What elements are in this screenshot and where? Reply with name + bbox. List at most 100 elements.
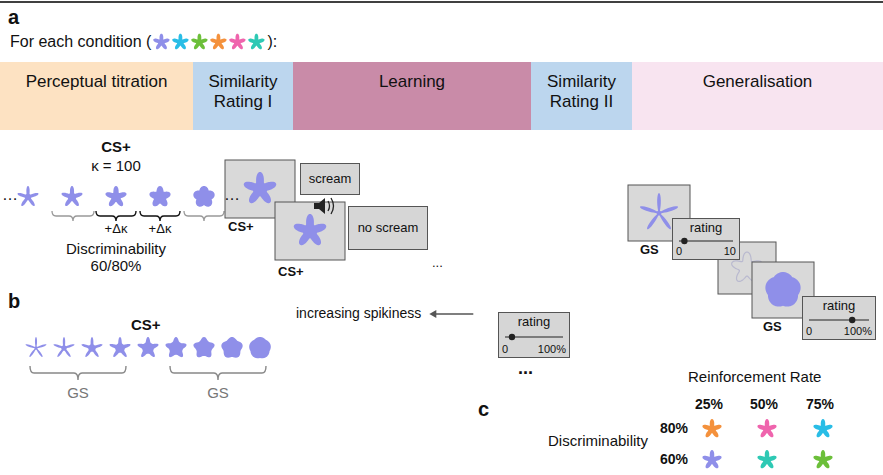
gs-bracket: [30, 366, 126, 380]
perceptual-star: [18, 186, 39, 206]
condition-star: [172, 34, 188, 50]
label-text: b: [8, 290, 20, 313]
scale-value: 100%: [844, 325, 872, 338]
label-text: GS: [63, 384, 93, 401]
continuum-star: [138, 337, 159, 357]
label-text: +Δκ: [140, 222, 180, 237]
condition-star: [702, 450, 721, 468]
condition-star: [757, 450, 776, 468]
label-text: CS+: [278, 265, 304, 280]
arrow-head: [429, 310, 436, 318]
phase-band: Generalisation: [632, 62, 883, 130]
node-text: Perceptual titration: [5, 72, 188, 92]
phase-band: Learning: [293, 62, 531, 130]
node-text: no scream: [358, 221, 419, 236]
rating-title: rating: [803, 299, 875, 314]
top-rule: [0, 1, 883, 3]
perceptual-star: [62, 186, 83, 206]
rating-title: rating: [673, 221, 739, 236]
continuum-star: [82, 337, 103, 357]
label-text: ...: [518, 358, 533, 379]
gs-blob: [765, 272, 800, 307]
perceptual-star: [193, 186, 214, 207]
brace: [184, 211, 224, 221]
label-text: CS+: [131, 316, 161, 333]
label-text: 80%: [660, 420, 688, 436]
condition-star: [191, 34, 207, 50]
rating-title: rating: [499, 315, 569, 330]
perceptual-star: [105, 186, 126, 206]
label-text: …: [224, 186, 240, 204]
label-text: CS+: [228, 220, 254, 235]
continuum-star: [110, 337, 131, 357]
scale-value: 10: [724, 245, 736, 258]
phase-band: Similarity Rating I: [193, 62, 293, 130]
condition-star: [813, 450, 832, 468]
node-text: Similarity Rating I: [198, 72, 288, 111]
label-text: 75%: [806, 396, 834, 412]
condition-star: [813, 419, 832, 437]
perceptual-star: [149, 186, 170, 206]
label-text: ...: [432, 256, 443, 271]
node-text: Learning: [298, 72, 526, 92]
condition-star: [153, 34, 169, 50]
phase-band: Perceptual titration: [0, 62, 193, 130]
label-text: 60%: [660, 451, 688, 467]
label-text: Discriminability: [548, 432, 648, 449]
rating-screen: rating 0 100%: [802, 296, 876, 340]
feedback-screen: scream: [300, 163, 360, 195]
phase-band: Similarity Rating II: [531, 62, 632, 130]
slider-handle: [849, 317, 855, 323]
label-text: a: [8, 6, 19, 29]
scale-value: 0: [806, 325, 812, 338]
label-text: 50%: [750, 396, 778, 412]
node-text: Generalisation: [637, 72, 878, 92]
brace: [96, 211, 136, 221]
node-text: scream: [309, 172, 352, 187]
rating-screen: rating 0 10: [672, 218, 740, 260]
label-text: GS: [763, 320, 782, 335]
scale-value: 100%: [538, 343, 566, 356]
label-text: +Δκ: [96, 222, 136, 237]
continuum-star: [193, 337, 214, 357]
cs-star: [294, 214, 327, 245]
condition-star: [702, 419, 721, 437]
condition-star: [248, 34, 264, 50]
condition-star: [210, 34, 226, 50]
scale-value: 0: [502, 343, 508, 356]
brace: [52, 211, 94, 221]
gs-bracket: [170, 366, 266, 380]
label-text: ):: [267, 33, 277, 51]
slider-handle: [681, 238, 687, 244]
brace: [140, 211, 180, 221]
label-text: GS: [203, 384, 233, 401]
continuum-star: [249, 337, 271, 358]
spikiness-arrow: [433, 313, 473, 314]
label-text: GS: [640, 243, 659, 258]
cs-star: [244, 172, 277, 203]
label-text: κ = 100: [81, 157, 151, 174]
label-text: CS+: [96, 138, 136, 155]
speaker-icon: [314, 198, 325, 214]
label-text: Discriminability 60/80%: [56, 240, 176, 275]
continuum-star: [54, 337, 75, 357]
label-text: For each condition (: [10, 33, 151, 51]
slider-track: [809, 319, 869, 320]
continuum-star: [165, 337, 186, 357]
slider-handle: [509, 334, 515, 340]
sound-waves: [328, 198, 334, 214]
rating-screen: rating 0 100%: [498, 312, 570, 358]
continuum-star: [221, 337, 242, 358]
label-text: Reinforcement Rate: [688, 368, 821, 385]
label-text: 25%: [695, 396, 723, 412]
label-text: c: [478, 398, 489, 421]
scale-value: 0: [676, 245, 682, 258]
stimulus-screen: [275, 202, 345, 260]
condition-star: [229, 34, 245, 50]
feedback-screen: no scream: [348, 206, 428, 250]
label-text: increasing spikiness: [296, 305, 421, 321]
label-text: …: [2, 186, 18, 204]
node-text: Similarity Rating II: [536, 72, 627, 111]
continuum-star: [26, 337, 47, 357]
condition-star: [757, 419, 776, 437]
